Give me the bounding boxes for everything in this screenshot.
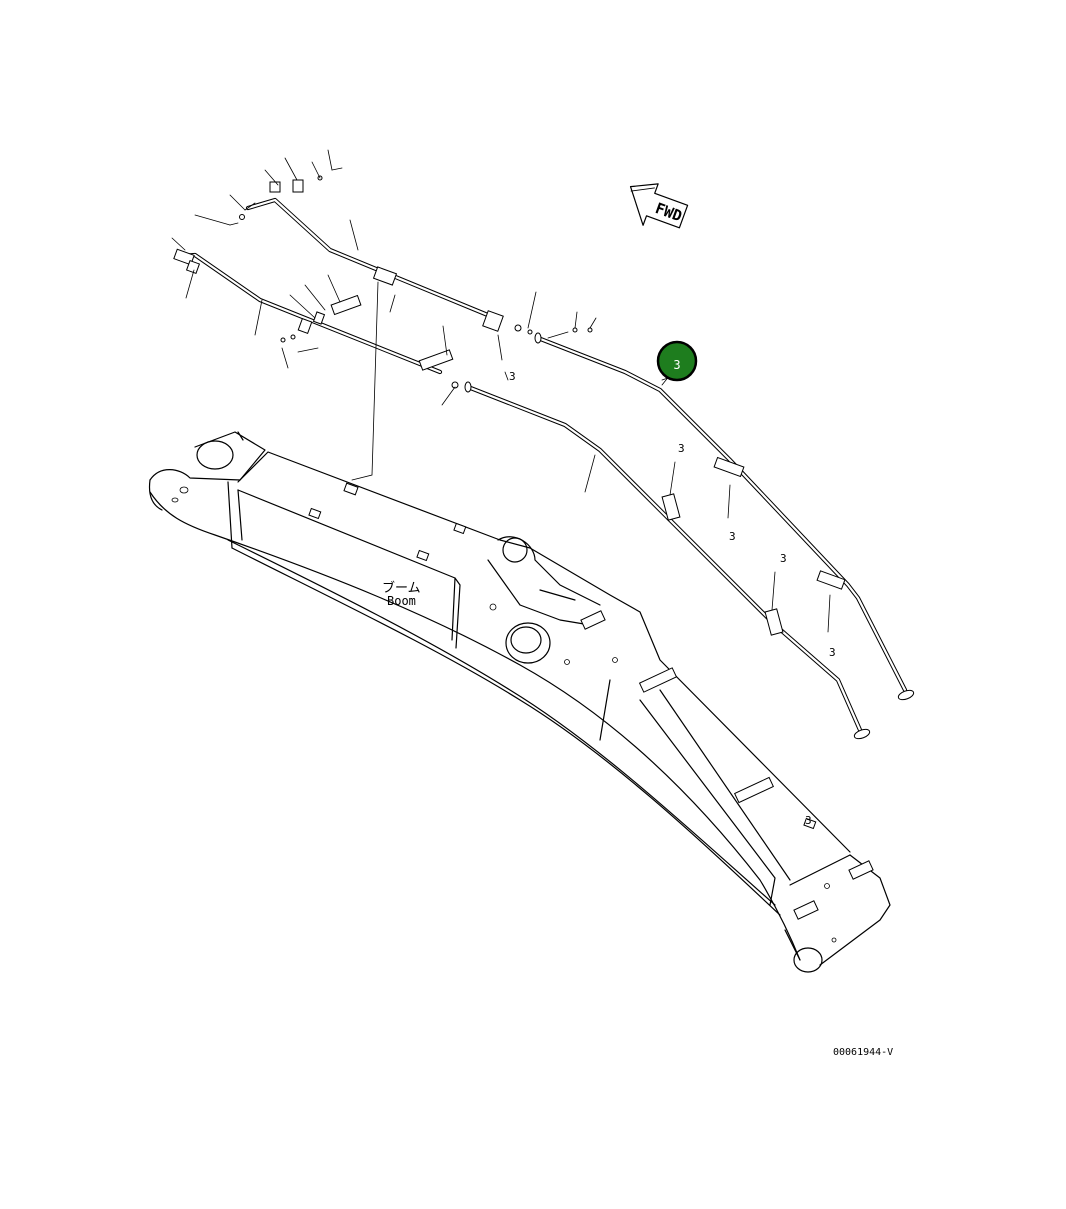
- main-pipes: 3 3 3 3 3 3: [464, 332, 915, 827]
- fwd-label: FWD: [653, 199, 685, 225]
- part-ref: 3: [509, 370, 516, 383]
- part-ref: 3: [829, 646, 836, 659]
- callout-number[interactable]: 3: [673, 358, 680, 372]
- part-ref: 3: [729, 530, 736, 543]
- callout-circle[interactable]: [656, 340, 698, 382]
- part-ref: 3: [780, 552, 787, 565]
- boom-body: [148, 431, 891, 973]
- part-ref: 3: [678, 442, 685, 455]
- callout-3[interactable]: 3: [656, 340, 698, 386]
- boom-label-en: Boom: [387, 594, 416, 608]
- fwd-direction-arrow: FWD: [629, 183, 689, 229]
- upper-pipe-assembly: [171, 149, 597, 481]
- boom-label-jp: ブーム: [382, 580, 421, 596]
- part-ref: 3: [805, 814, 812, 827]
- drawing-number: 00061944-V: [833, 1047, 893, 1058]
